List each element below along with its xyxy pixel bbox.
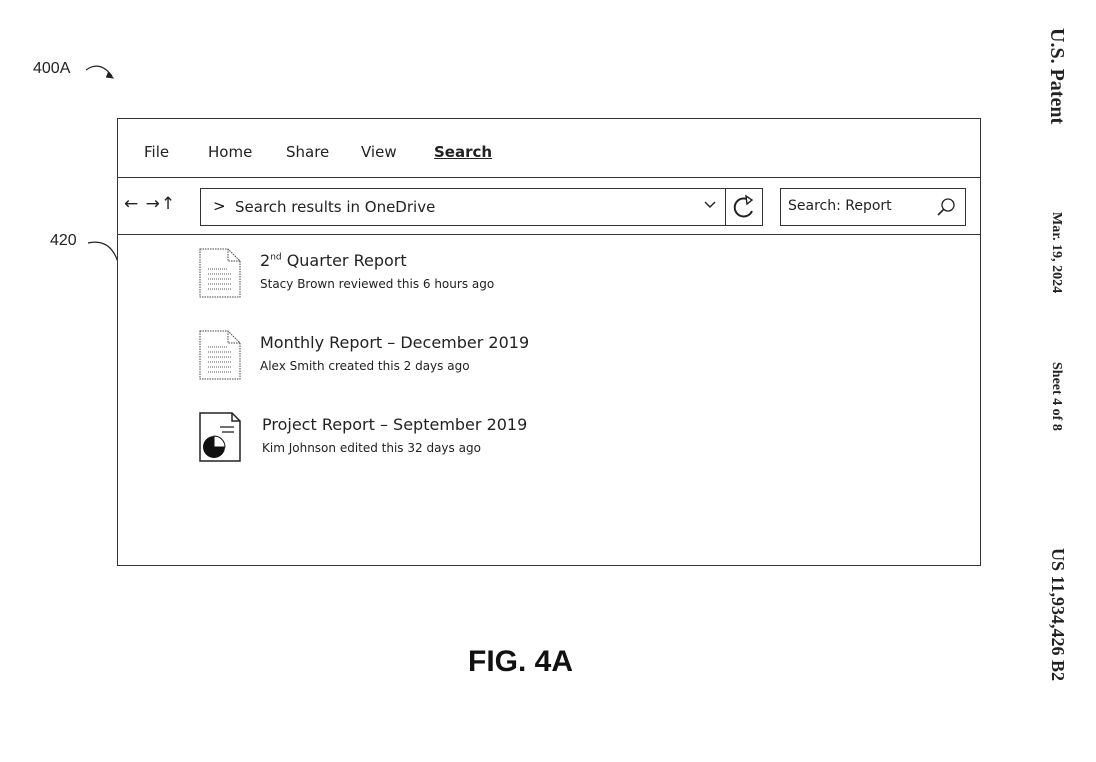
refresh-button[interactable] bbox=[725, 188, 763, 226]
result-meta: Kim Johnson edited this 32 days ago bbox=[262, 441, 481, 455]
patent-date: Mar. 19, 2024 bbox=[1049, 212, 1064, 294]
menu-share[interactable]: Share bbox=[286, 143, 330, 161]
document-icon bbox=[199, 330, 241, 380]
result-meta: Alex Smith created this 2 days ago bbox=[260, 359, 470, 373]
figure-label: FIG. 4A bbox=[468, 645, 574, 678]
results-reference-label: 420 bbox=[50, 232, 77, 249]
menu-home[interactable]: Home bbox=[208, 143, 253, 161]
navigation-arrows[interactable]: ← →↑ bbox=[124, 194, 177, 214]
result-title: Monthly Report – December 2019 bbox=[260, 333, 530, 352]
address-bar[interactable]: > Search results in OneDrive bbox=[200, 188, 726, 226]
list-item[interactable]: Project Report – September 2019 Kim John… bbox=[198, 411, 798, 471]
patent-sheet: Sheet 4 of 8 bbox=[1049, 362, 1064, 431]
document-icon bbox=[199, 248, 241, 298]
patent-header: U.S. Patent bbox=[1046, 28, 1068, 125]
chevron-down-icon[interactable] bbox=[703, 198, 717, 214]
address-text: Search results in OneDrive bbox=[235, 198, 436, 216]
menu-search[interactable]: Search bbox=[434, 143, 493, 161]
result-title: 2nd Quarter Report bbox=[260, 251, 407, 270]
refresh-icon bbox=[733, 194, 754, 218]
menu-bar: File Home Share View Search bbox=[118, 119, 980, 179]
file-explorer-window: File Home Share View Search ← →↑ > Searc… bbox=[117, 118, 981, 566]
menu-file[interactable]: File bbox=[144, 143, 170, 161]
search-query-text: Search: Report bbox=[788, 198, 892, 214]
figure-reference-label: 400A bbox=[33, 60, 71, 77]
search-icon[interactable] bbox=[935, 196, 957, 222]
list-item[interactable]: Monthly Report – December 2019 Alex Smit… bbox=[198, 329, 798, 389]
result-meta: Stacy Brown reviewed this 6 hours ago bbox=[260, 277, 495, 291]
toolbar: ← →↑ > Search results in OneDrive Search… bbox=[118, 177, 980, 235]
menu-view[interactable]: View bbox=[361, 143, 397, 161]
patent-number: US 11,934,426 B2 bbox=[1048, 548, 1068, 682]
result-title: Project Report – September 2019 bbox=[262, 415, 528, 434]
search-input[interactable]: Search: Report bbox=[780, 188, 966, 226]
chevron-right-icon: > bbox=[213, 197, 226, 215]
presentation-icon bbox=[199, 412, 241, 462]
list-item[interactable]: 2nd Quarter Report Stacy Brown reviewed … bbox=[198, 247, 798, 307]
